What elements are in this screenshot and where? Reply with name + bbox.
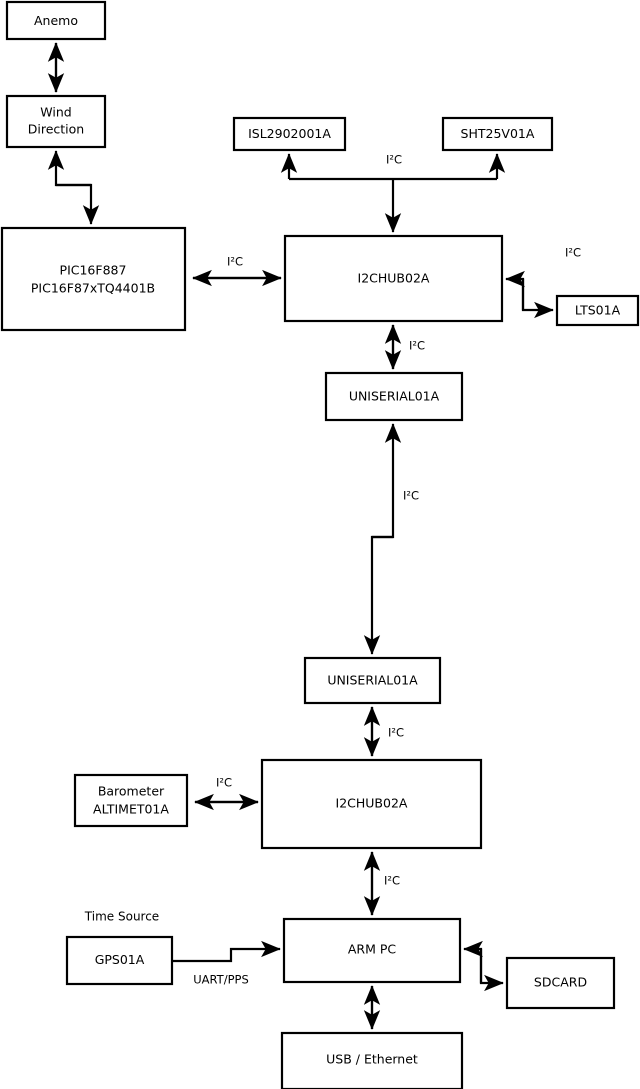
node-i2chub02a-bottom-label: I2CHUB02A (336, 796, 408, 811)
edge-labels-layer: I²C I²C I²C I²C I²C I²C I²C I²C UART/PPS (193, 153, 581, 987)
node-sht25v01a-rect[interactable] (441, 116, 554, 152)
node-arm-pc[interactable]: ARM PC (282, 917, 462, 984)
connection-armpc-sdcard (463, 940, 504, 992)
edge-label-hubbot-armpc: I²C (384, 874, 400, 888)
node-usb-ethernet-rect[interactable] (280, 1031, 464, 1089)
connection-gps-armpc (172, 940, 281, 963)
node-usb-ethernet-label: USB / Ethernet (326, 1052, 418, 1067)
node-i2chub02a-bottom-rect[interactable] (260, 758, 483, 850)
node-anemo-rect[interactable] (5, 0, 107, 41)
node-wind-direction-label-line2: Direction (28, 122, 84, 137)
node-lts01a-label: LTS01A (575, 303, 621, 318)
node-anemo[interactable]: Anemo (5, 0, 107, 41)
node-barometer-label-line1: Barometer (98, 784, 165, 799)
node-pic-mcu[interactable]: PIC16F887 PIC16F87xTQ4401B (0, 226, 187, 332)
node-lts01a-rect[interactable] (555, 294, 640, 327)
node-sht25v01a-label: SHT25V01A (461, 126, 535, 141)
node-pic-mcu-label-line2: PIC16F87xTQ4401B (31, 281, 155, 296)
free-labels-layer: Time Source (84, 910, 159, 924)
edge-label-uniserial-hubbot: I²C (388, 726, 404, 740)
node-uniserial01a-top[interactable]: UNISERIAL01A (324, 371, 464, 422)
node-isl2902001a-label: ISL2902001A (248, 126, 331, 141)
node-uniserial01a-bottom[interactable]: UNISERIAL01A (303, 656, 442, 705)
node-wind-direction[interactable]: Wind Direction (5, 94, 107, 149)
connections-layer (47, 42, 554, 1030)
node-anemo-label: Anemo (34, 13, 78, 28)
node-i2chub02a-top-rect[interactable] (283, 234, 504, 323)
node-uniserial01a-bottom-rect[interactable] (303, 656, 442, 705)
connection-uniserial-uniserial (363, 423, 402, 655)
node-arm-pc-label: ARM PC (348, 942, 397, 957)
edge-label-hub-isl-sht: I²C (386, 153, 402, 167)
node-i2chub02a-top-label: I2CHUB02A (358, 271, 430, 286)
node-i2chub02a-bottom[interactable]: I2CHUB02A (260, 758, 483, 850)
connection-hubtop-lts (505, 270, 554, 319)
edge-label-hub-lts: I²C (565, 246, 581, 260)
edge-label-pic-hub: I²C (227, 255, 243, 269)
node-wind-direction-rect[interactable] (5, 94, 107, 149)
node-sdcard[interactable]: SDCARD (505, 956, 616, 1010)
node-barometer-rect[interactable] (73, 773, 189, 828)
node-pic-mcu-label-line1: PIC16F887 (60, 263, 127, 278)
node-isl2902001a[interactable]: ISL2902001A (232, 116, 347, 152)
node-arm-pc-rect[interactable] (282, 917, 462, 984)
node-sdcard-label: SDCARD (534, 975, 587, 990)
node-uniserial01a-bottom-label: UNISERIAL01A (327, 673, 418, 688)
edge-label-barometer-hubbot: I²C (216, 776, 232, 790)
edge-label-hub-uniserial: I²C (409, 339, 425, 353)
node-uniserial01a-top-rect[interactable] (324, 371, 464, 422)
node-pic-mcu-rect[interactable] (0, 226, 187, 332)
node-sht25v01a[interactable]: SHT25V01A (441, 116, 554, 152)
node-uniserial01a-top-label: UNISERIAL01A (349, 389, 440, 404)
node-wind-direction-label-line1: Wind (40, 105, 71, 120)
time-source-label: Time Source (84, 910, 159, 924)
node-gps01a-rect[interactable] (65, 935, 174, 986)
connection-hubtop-isl-sht (280, 153, 506, 233)
connection-pic-wind (47, 150, 100, 225)
node-gps01a-label: GPS01A (95, 952, 145, 967)
edge-label-uniserial-uniserial: I²C (403, 489, 419, 503)
node-usb-ethernet[interactable]: USB / Ethernet (280, 1031, 464, 1089)
node-gps01a[interactable]: GPS01A (65, 935, 174, 986)
node-i2chub02a-top[interactable]: I2CHUB02A (283, 234, 504, 323)
node-lts01a[interactable]: LTS01A (555, 294, 640, 327)
edge-label-gps-armpc: UART/PPS (193, 973, 249, 987)
node-isl2902001a-rect[interactable] (232, 116, 347, 152)
node-barometer-label-line2: ALTIMET01A (93, 802, 169, 817)
node-sdcard-rect[interactable] (505, 956, 616, 1010)
node-barometer[interactable]: Barometer ALTIMET01A (73, 773, 189, 828)
